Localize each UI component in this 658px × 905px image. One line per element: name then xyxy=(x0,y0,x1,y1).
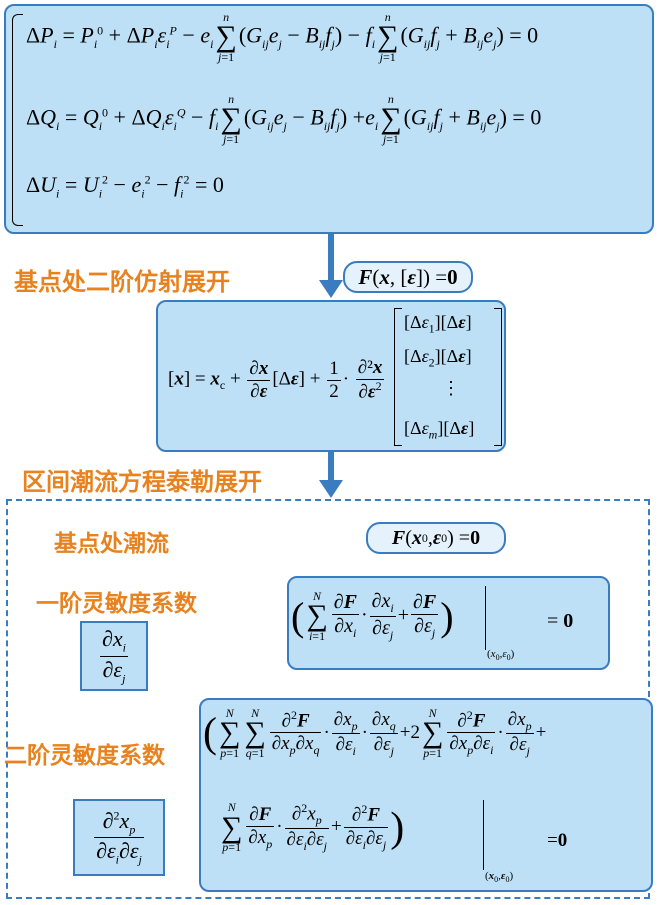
second-order-sensitivity-label: 二阶灵敏度系数 xyxy=(4,743,165,769)
equation-system-brace xyxy=(12,14,23,226)
matrix-right-bracket xyxy=(494,308,502,446)
matrix-row-1: [Δε1][Δε] xyxy=(404,312,472,336)
second-order-coefficient-box: ∂2xp∂εi∂εj xyxy=(73,799,165,876)
first-order-equation-box: (N∑i=1∂F∂xi·∂xi∂εj+∂F∂εj) (x0,ε0) = 0 xyxy=(287,576,610,670)
interval-equation-pill: F(x, [ε]) = 0 xyxy=(343,261,473,293)
down-arrow-2 xyxy=(319,452,343,498)
evaluation-bar-1 xyxy=(485,586,486,650)
power-flow-u-equation: ΔUi = Ui2 − ei2 − fi2 = 0 xyxy=(26,172,224,201)
affine-expansion-label: 基点处二阶仿射展开 xyxy=(14,268,230,296)
first-order-sensitivity-label: 一阶灵敏度系数 xyxy=(36,591,197,617)
first-order-coefficient-box: ∂xi∂εj xyxy=(80,621,148,691)
taylor-expansion-label: 区间潮流方程泰勒展开 xyxy=(22,468,262,496)
base-point-flow-label: 基点处潮流 xyxy=(54,531,169,557)
down-arrow-1 xyxy=(319,234,343,298)
matrix-row-2: [Δε2][Δε] xyxy=(404,346,472,370)
matrix-left-bracket xyxy=(394,308,402,446)
matrix-row-m: [Δεm][Δε] xyxy=(404,418,475,442)
matrix-vertical-dots: ⋮ xyxy=(442,378,460,398)
evaluation-bar-2 xyxy=(483,800,484,870)
